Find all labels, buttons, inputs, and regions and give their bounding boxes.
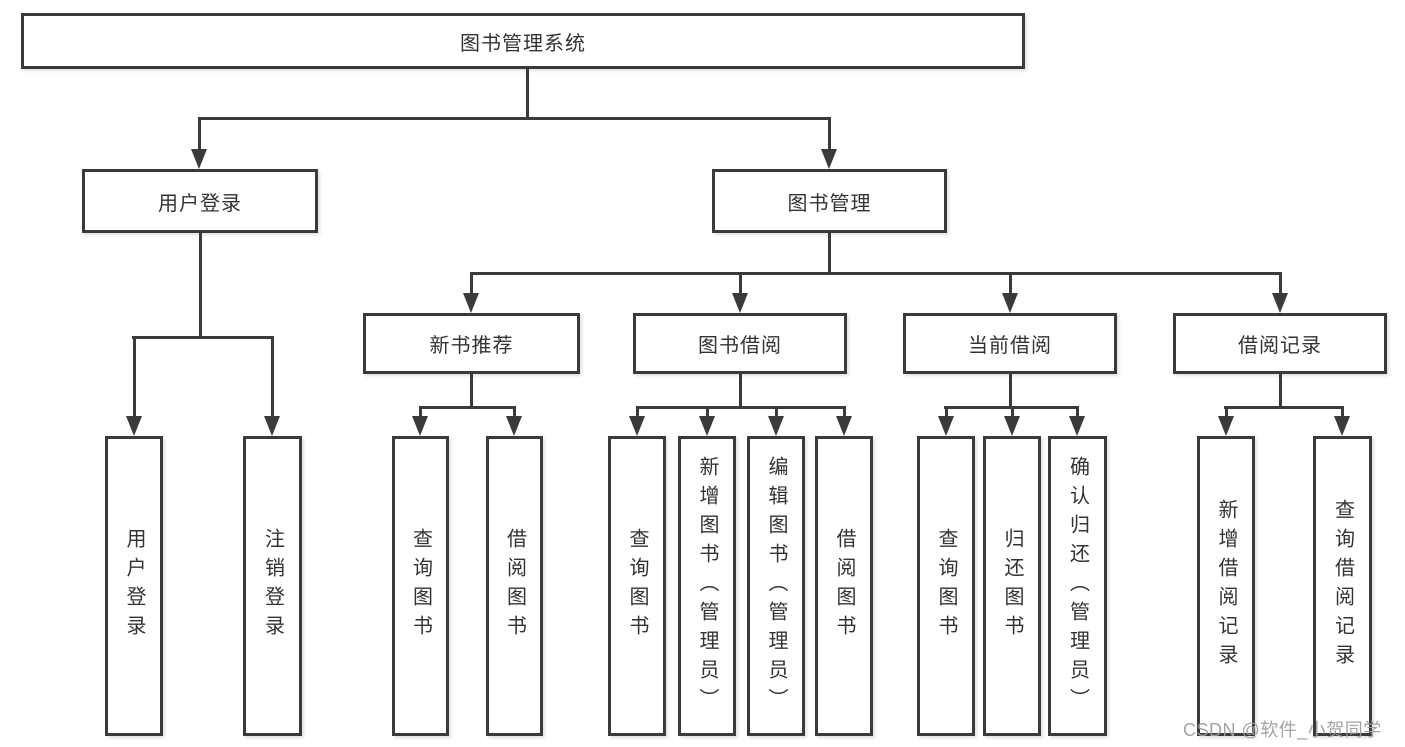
leaf-label: 归还图书 (1001, 528, 1023, 644)
leaf-label: 借阅图书 (503, 528, 526, 644)
arrowhead-down (1334, 416, 1350, 436)
leaf-label: 新增图书（管理员） (696, 455, 718, 717)
connector-line (945, 407, 948, 419)
connector-root-trunk (526, 69, 529, 118)
connector-line (419, 407, 422, 419)
node-recommend-borrow-books: 借阅图书 (486, 436, 543, 736)
arrowhead-down (1272, 293, 1288, 313)
arrowhead-down (191, 149, 207, 169)
arrowhead-down (629, 416, 645, 436)
arrowhead-down (1218, 416, 1234, 436)
connector-line (1011, 407, 1014, 419)
arrowhead-down (732, 293, 748, 313)
node-borrowing-query-books: 查询图书 (608, 436, 666, 736)
connector-line (271, 337, 274, 419)
connector-line (739, 374, 742, 407)
connector-line (513, 407, 516, 419)
node-book-management: 图书管理 (712, 169, 947, 233)
leaf-label: 新增借阅记录 (1215, 499, 1237, 673)
node-new-book-recommendation: 新书推荐 (363, 313, 580, 374)
connector-line (419, 406, 516, 409)
arrowhead-down (506, 416, 522, 436)
arrowhead-down (463, 293, 479, 313)
arrowhead-down (264, 416, 280, 436)
connector-line (636, 407, 639, 419)
connector-line (1225, 407, 1228, 419)
connector-level2-distributor (470, 272, 1282, 275)
leaf-label: 注销登录 (261, 528, 284, 644)
connector-line (1076, 407, 1079, 419)
connector-line (1224, 406, 1344, 409)
node-add-borrow-record: 新增借阅记录 (1197, 436, 1255, 736)
node-borrowing-borrow-books: 借阅图书 (815, 436, 873, 736)
connector-line (198, 118, 201, 152)
connector-line (636, 406, 846, 409)
leaf-label: 借阅图书 (833, 528, 855, 644)
node-logout: 注销登录 (243, 436, 302, 736)
arrowhead-down (836, 416, 852, 436)
connector-line (739, 273, 742, 296)
arrowhead-down (821, 149, 837, 169)
connector-line (1009, 374, 1012, 407)
node-add-books-admin: 新增图书（管理员） (678, 436, 736, 736)
node-recommend-query-books: 查询图书 (392, 436, 449, 736)
node-borrowing-records: 借阅记录 (1173, 313, 1387, 374)
connector-line (1009, 273, 1012, 296)
connector-line (470, 374, 473, 407)
arrowhead-down (938, 416, 954, 436)
watermark: CSDN @软件_小贺同学 (1183, 720, 1382, 740)
connector-line (1341, 407, 1344, 419)
connector-line (133, 337, 136, 419)
leaf-label: 查询图书 (935, 528, 957, 644)
connector-line (1279, 374, 1282, 407)
connector-line (843, 407, 846, 419)
node-user-login-leaf: 用户登录 (105, 436, 163, 736)
leaf-label: 查询借阅记录 (1331, 499, 1354, 673)
leaf-label: 用户登录 (123, 528, 145, 644)
connector-user-login-trunk (199, 233, 202, 337)
node-confirm-return-admin: 确认归还（管理员） (1048, 436, 1107, 736)
arrowhead-down (1069, 416, 1085, 436)
node-library-management-system: 图书管理系统 (21, 13, 1025, 69)
node-user-login: 用户登录 (82, 169, 318, 233)
arrowhead-down (768, 416, 784, 436)
leaf-label: 查询图书 (409, 528, 432, 644)
node-book-borrowing: 图书借阅 (633, 313, 847, 374)
node-current-query-books: 查询图书 (917, 436, 975, 736)
leaf-label: 编辑图书（管理员） (765, 455, 787, 717)
connector-line (1279, 273, 1282, 296)
leaf-label: 查询图书 (626, 528, 648, 644)
node-edit-books-admin: 编辑图书（管理员） (747, 436, 805, 736)
node-current-borrowing: 当前借阅 (903, 313, 1117, 374)
arrowhead-down (1002, 293, 1018, 313)
connector-line (706, 407, 709, 419)
node-query-borrow-record: 查询借阅记录 (1313, 436, 1372, 736)
connector-line (775, 407, 778, 419)
arrowhead-down (1004, 416, 1020, 436)
connector-user-login-distributor (132, 336, 274, 339)
connector-level1-distributor (198, 117, 831, 120)
leaf-label: 确认归还（管理员） (1066, 455, 1089, 717)
connector-line (828, 118, 831, 152)
connector-book-management-trunk (828, 233, 831, 273)
arrowhead-down (126, 416, 142, 436)
connector-line (470, 273, 473, 296)
node-return-books: 归还图书 (983, 436, 1041, 736)
arrowhead-down (699, 416, 715, 436)
arrowhead-down (412, 416, 428, 436)
